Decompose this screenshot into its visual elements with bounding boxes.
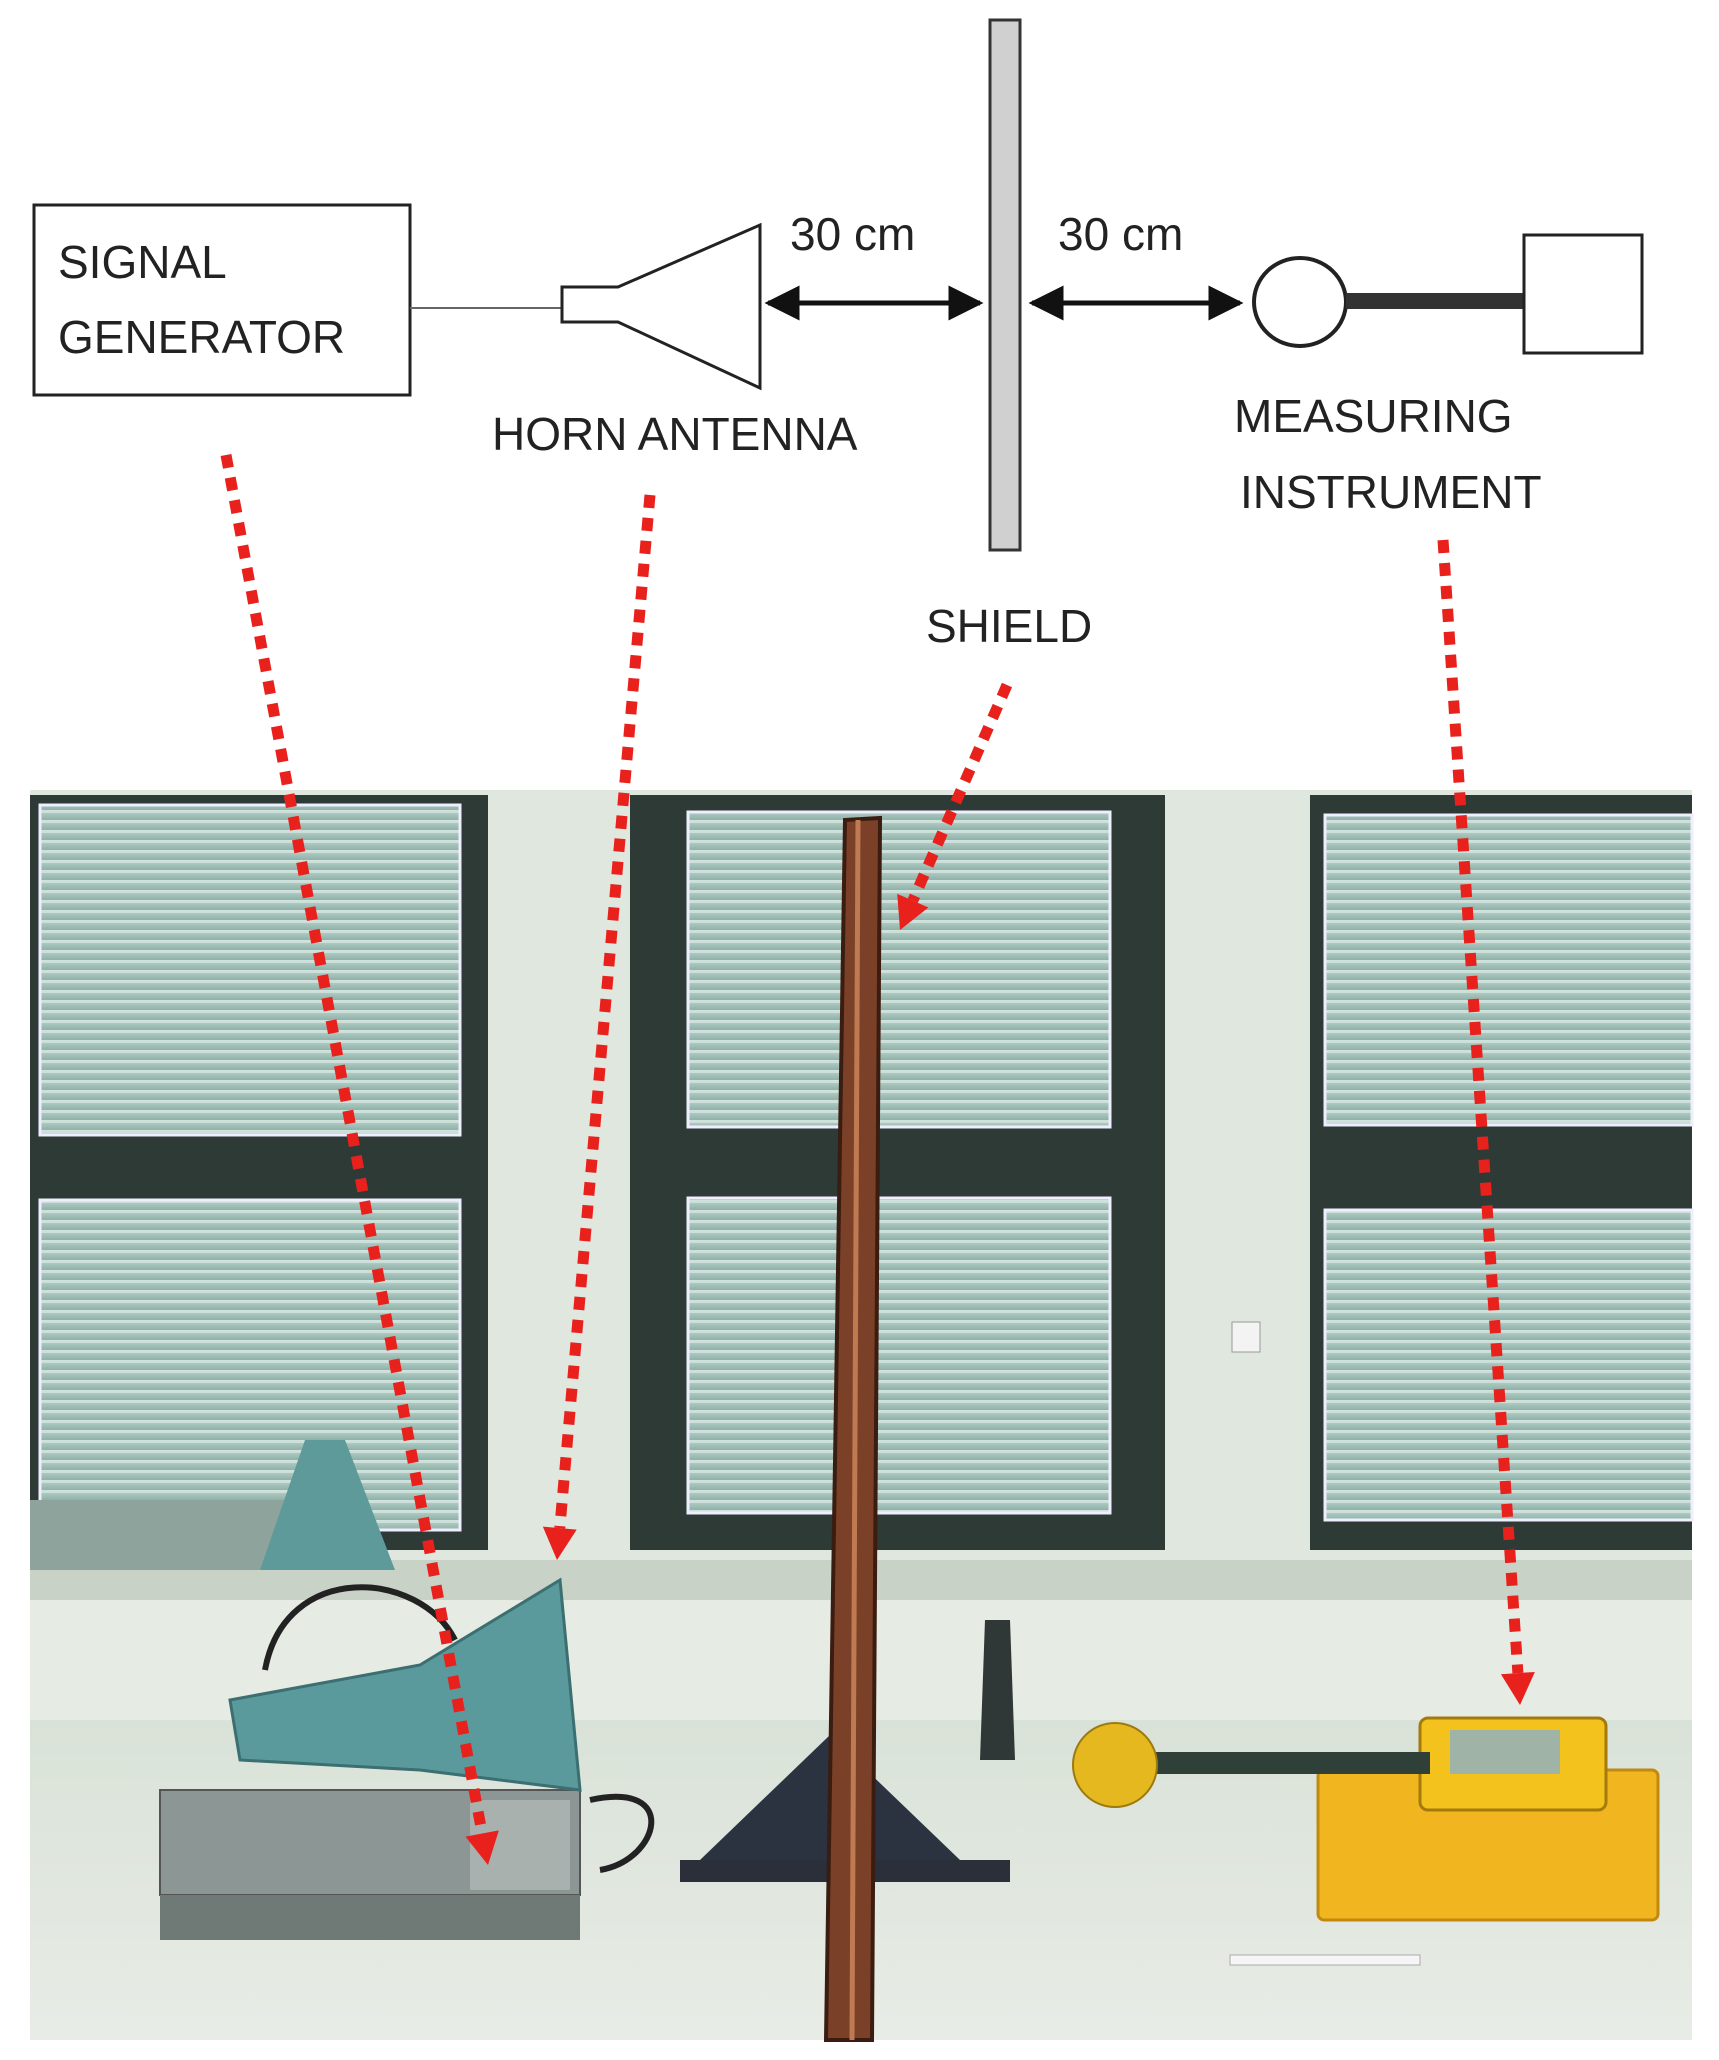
horn-antenna-label: HORN ANTENNA: [492, 408, 858, 460]
window-left-pane-top: [38, 803, 462, 1137]
pointer-signal-generator: [220, 453, 499, 1865]
distance-right-label: 30 cm: [1058, 208, 1183, 260]
horn-antenna-device: [228, 1577, 582, 1792]
generator-cable-photo: [589, 1793, 655, 1873]
bg-equipment-left: [30, 1500, 290, 1570]
shield-plate-edge: [849, 819, 861, 2041]
distance-left-label: 30 cm: [790, 208, 915, 260]
instrument-probe-handle: [1135, 1752, 1430, 1774]
wall-thermostat: [1231, 1321, 1261, 1353]
window-center-pane-bottom: [686, 1196, 1112, 1515]
window-center-pane-top: [686, 810, 1112, 1129]
window-right-pane-top: [1323, 813, 1694, 1127]
shield-label: SHIELD: [926, 600, 1092, 652]
measuring-instrument-label-line1: MEASURING: [1234, 390, 1513, 442]
ruler: [1229, 1954, 1421, 1966]
probe-ball: [1252, 256, 1348, 348]
instrument-probe-ball: [1072, 1722, 1158, 1808]
instrument-screen: [1450, 1730, 1560, 1774]
signal-generator-label-line2: GENERATOR: [58, 311, 345, 363]
pointer-measuring-instrument: [1437, 539, 1535, 1705]
signal-generator-panel: [160, 1895, 580, 1940]
meter-box: [1522, 233, 1644, 355]
pointer-shield: [897, 682, 1013, 930]
pointer-arrows: [220, 453, 1535, 1865]
signal-generator-box: [32, 203, 412, 397]
bg-stand: [260, 1440, 395, 1570]
schematic: SIGNAL GENERATOR HORN ANTENNA 30 cm 30 c…: [32, 18, 1644, 652]
pointer-horn-antenna: [542, 494, 656, 1560]
probe-handle: [1346, 293, 1524, 309]
chair: [980, 1620, 1015, 1760]
horn-antenna-shape: [560, 222, 762, 391]
shield-bar: [988, 18, 1022, 552]
measuring-instrument-label-line2: INSTRUMENT: [1240, 466, 1542, 518]
window-right-pane-bottom: [1323, 1208, 1694, 1522]
lab-photo: [30, 790, 1694, 2042]
signal-generator-label-line1: SIGNAL: [58, 236, 227, 288]
